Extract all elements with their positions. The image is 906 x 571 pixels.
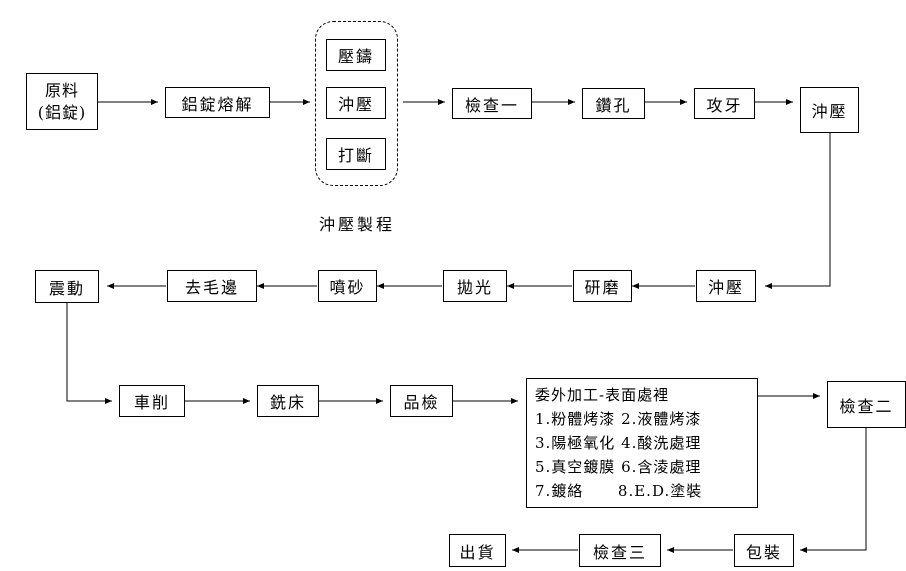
node-inspection-3-label: 檢查三 [592, 542, 647, 562]
node-stamping-in-group-label: 沖壓 [337, 95, 374, 114]
outsourcing-title: 委外加工-表面處裡 [535, 386, 670, 404]
arrow-inspection2-to-packaging [800, 428, 867, 553]
node-stamping-in-group: 沖壓 [326, 87, 386, 119]
node-shipping: 出貨 [449, 534, 506, 567]
node-grinding-label: 研磨 [584, 278, 621, 297]
node-stamping-2: 沖壓 [800, 87, 859, 133]
node-quality-check: 品檢 [390, 385, 453, 417]
node-milling-label: 銑床 [269, 393, 306, 412]
node-tapping: 攻牙 [694, 88, 755, 119]
outsourcing-line-2: 3.陽極氧化 4.酸洗處理 [535, 434, 702, 452]
node-milling: 銑床 [257, 385, 319, 417]
node-stamping-2-label: 沖壓 [811, 102, 848, 121]
outsourcing-line-4: 7.鍍絡 8.E.D.塗裝 [535, 482, 703, 500]
node-die-casting: 壓鑄 [326, 39, 386, 71]
stamping-process-group [315, 21, 398, 186]
node-stamping-3: 沖壓 [696, 270, 756, 302]
node-polishing-label: 拋光 [456, 278, 493, 297]
node-raw-material-line2: (鋁錠) [37, 102, 87, 122]
node-raw-material-line1: 原料 [44, 80, 79, 100]
node-shipping-label: 出貨 [459, 542, 496, 562]
node-tapping-label: 攻牙 [706, 95, 743, 115]
node-breaking: 打斷 [326, 138, 386, 170]
node-inspection-3: 檢查三 [579, 534, 661, 567]
node-polishing: 拋光 [443, 270, 507, 302]
node-turning: 車削 [119, 385, 185, 417]
node-drilling-label: 鑽孔 [595, 95, 632, 115]
node-breaking-label: 打斷 [337, 146, 374, 165]
arrow-stamping2-to-stamping3 [765, 133, 831, 289]
node-inspection-1-label: 檢查一 [464, 95, 519, 115]
outsourcing-line-1: 1.粉體烤漆 2.液體烤漆 [535, 410, 702, 428]
node-turning-label: 車削 [133, 393, 170, 412]
node-quality-check-label: 品檢 [403, 393, 440, 412]
node-melting: 鋁錠熔解 [165, 87, 270, 118]
node-vibrating: 震動 [35, 270, 99, 303]
node-packaging-label: 包裝 [745, 542, 782, 562]
arrow-vibrating-to-turning [66, 303, 112, 404]
outsourcing-surface-treatment-box: 委外加工-表面處裡 1.粉體烤漆 2.液體烤漆 3.陽極氧化 4.酸洗處理 5.… [526, 378, 758, 508]
node-raw-material: 原料 (鋁錠) [26, 73, 98, 130]
outsourcing-line-3: 5.真空鍍膜 6.含淩處理 [535, 458, 702, 476]
node-inspection-2: 檢查二 [827, 381, 906, 428]
node-grinding: 研磨 [573, 270, 632, 302]
node-inspection-1: 檢查一 [452, 88, 532, 119]
node-sandblasting-label: 噴砂 [329, 278, 366, 297]
stamping-group-caption: 沖壓製程 [319, 215, 396, 234]
node-drilling: 鑽孔 [582, 88, 645, 119]
node-deburring: 去毛邊 [167, 270, 257, 302]
node-melting-label: 鋁錠熔解 [181, 94, 254, 114]
node-packaging: 包裝 [734, 534, 794, 567]
node-vibrating-label: 震動 [48, 278, 85, 298]
node-die-casting-label: 壓鑄 [337, 47, 374, 66]
node-inspection-2-label: 檢查二 [839, 396, 894, 416]
node-stamping-3-label: 沖壓 [707, 278, 744, 297]
node-sandblasting: 噴砂 [318, 270, 377, 302]
node-deburring-label: 去毛邊 [184, 278, 239, 297]
